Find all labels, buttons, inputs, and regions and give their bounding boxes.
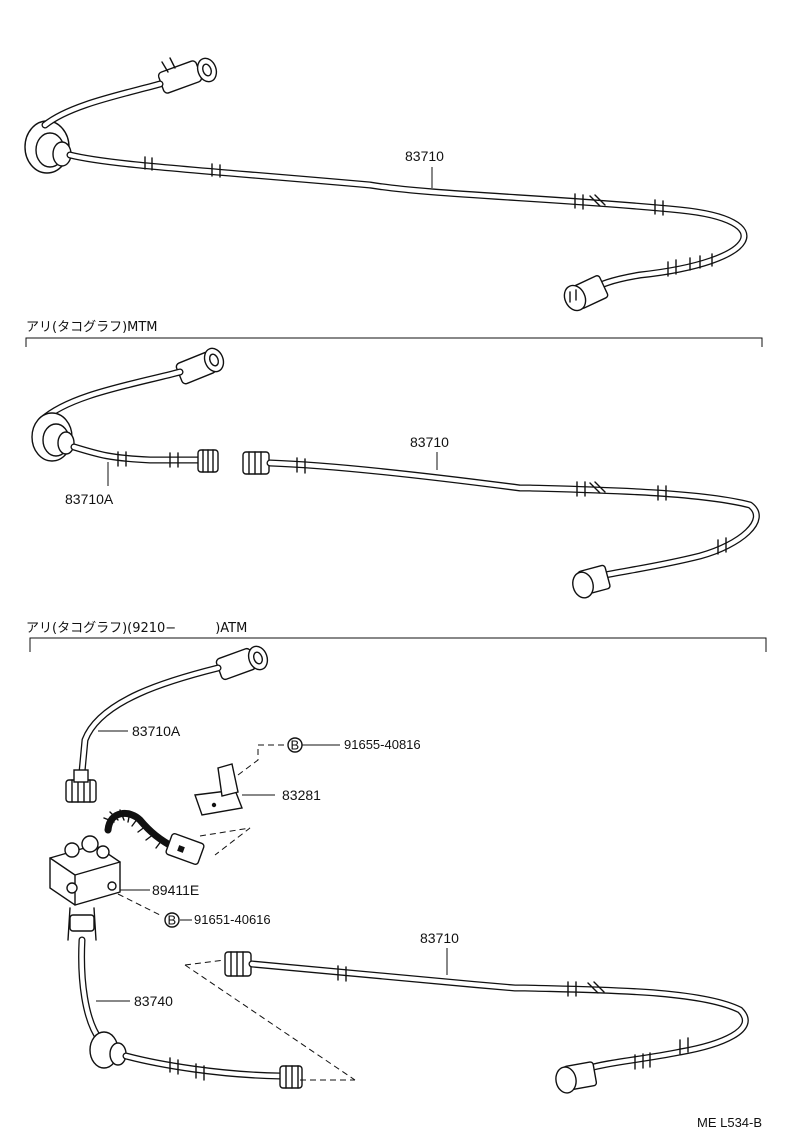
part-label-83710a: 83710A xyxy=(132,723,181,739)
cable-grommet xyxy=(24,120,72,174)
cable-nut xyxy=(65,769,97,803)
section-1-cable-assembly: 83710 xyxy=(24,57,748,312)
transmission-end-connector xyxy=(555,1061,598,1094)
bolt-marker-b-icon: B xyxy=(164,912,180,928)
transmission-end-connector xyxy=(572,564,611,599)
bolt-marker-b-icon: B xyxy=(287,737,303,753)
meter-end-connector xyxy=(175,347,225,385)
part-label-83710: 83710 xyxy=(410,434,449,450)
split-connector-left xyxy=(197,449,219,473)
section-3-atm: アリ(タコグラフ)(9210− )ATM 83710A B 91 xyxy=(26,621,767,1094)
svg-text:B: B xyxy=(168,913,177,928)
part-label-83710: 83710 xyxy=(405,148,444,164)
svg-text:B: B xyxy=(291,738,300,753)
speed-sensor-body xyxy=(49,835,121,906)
part-label-83281: 83281 xyxy=(282,787,321,803)
split-connector-left xyxy=(224,951,252,977)
transmission-end-connector xyxy=(563,275,609,312)
harness-connector xyxy=(165,832,205,866)
meter-end-connector xyxy=(215,645,269,681)
split-connector-right xyxy=(242,451,270,475)
section-header-atm: アリ(タコグラフ)(9210− )ATM xyxy=(26,621,247,636)
diagram-reference-code: ME L534-B xyxy=(697,1115,762,1130)
part-label-89411e: 89411E xyxy=(152,882,199,898)
part-label-91655-40816: 91655-40816 xyxy=(344,737,421,752)
part-label-83710: 83710 xyxy=(420,930,459,946)
meter-end-connector xyxy=(157,57,218,94)
split-connector-right xyxy=(279,1065,303,1089)
part-label-91651-40616: 91651-40616 xyxy=(194,912,271,927)
cable-grommet xyxy=(89,1031,127,1069)
section-header-mtm: アリ(タコグラフ)MTM xyxy=(26,320,158,335)
mounting-bracket xyxy=(194,763,243,816)
part-label-83710a: 83710A xyxy=(65,491,114,507)
part-label-83740: 83740 xyxy=(134,993,173,1009)
section-2-mtm: アリ(タコグラフ)MTM xyxy=(25,320,763,599)
cable-grommet xyxy=(31,412,75,462)
sensor-lower-connector xyxy=(67,907,97,941)
